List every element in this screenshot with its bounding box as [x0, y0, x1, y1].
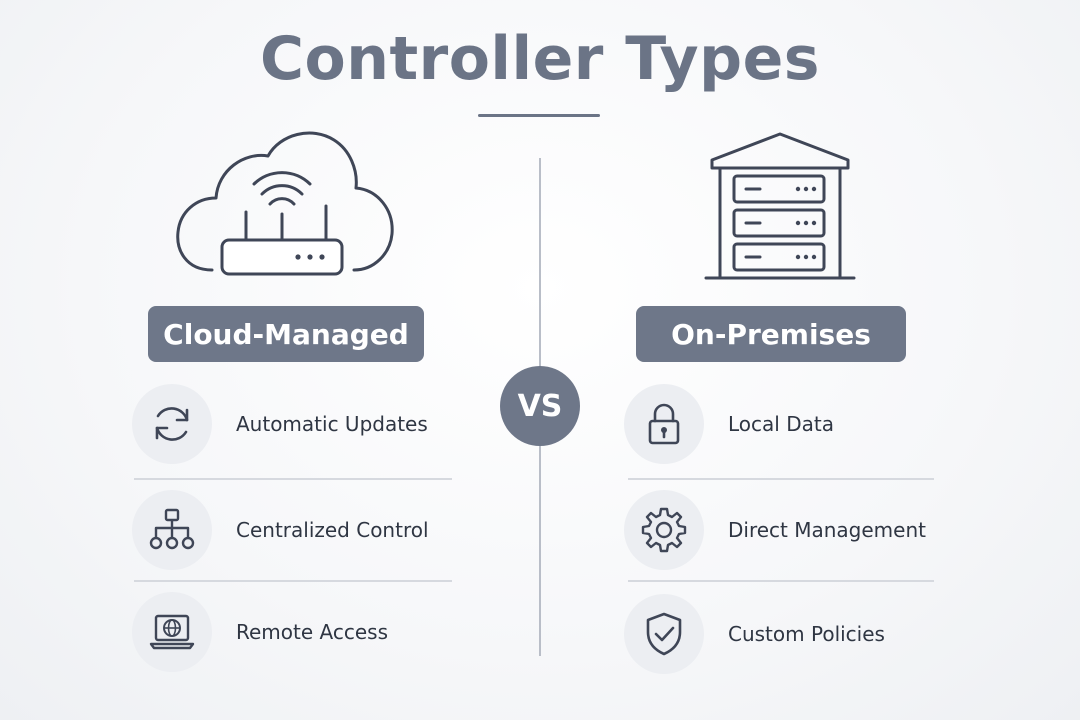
- cloud-router-icon: [176, 131, 394, 276]
- vs-badge: VS: [500, 366, 580, 446]
- shield-check-icon: [646, 612, 682, 656]
- feature-direct-management: Direct Management: [624, 490, 926, 570]
- feature-automatic-updates: Automatic Updates: [132, 384, 428, 464]
- page-title: Controller Types: [259, 24, 821, 94]
- left-divider-2: [134, 580, 452, 582]
- gear-icon: [641, 507, 687, 553]
- feature-label: Centralized Control: [236, 518, 429, 542]
- cloud-managed-heading: Cloud-Managed: [148, 306, 424, 362]
- right-divider-1: [628, 478, 934, 480]
- feature-label: Custom Policies: [728, 622, 885, 646]
- feature-custom-policies: Custom Policies: [624, 594, 885, 674]
- server-building-icon: [704, 132, 856, 280]
- feature-local-data: Local Data: [624, 384, 834, 464]
- hierarchy-icon: [149, 508, 195, 550]
- laptop-globe-icon: [149, 614, 195, 650]
- feature-remote-access: Remote Access: [132, 592, 388, 672]
- title-underline: [478, 114, 600, 117]
- right-divider-2: [628, 580, 934, 582]
- feature-label: Direct Management: [728, 518, 926, 542]
- feature-label: Remote Access: [236, 620, 388, 644]
- left-divider-1: [134, 478, 452, 480]
- feature-label: Automatic Updates: [236, 412, 428, 436]
- lock-icon: [648, 403, 680, 445]
- feature-label: Local Data: [728, 412, 834, 436]
- feature-centralized-control: Centralized Control: [132, 490, 429, 570]
- on-premises-heading: On-Premises: [636, 306, 906, 362]
- sync-icon: [155, 407, 189, 441]
